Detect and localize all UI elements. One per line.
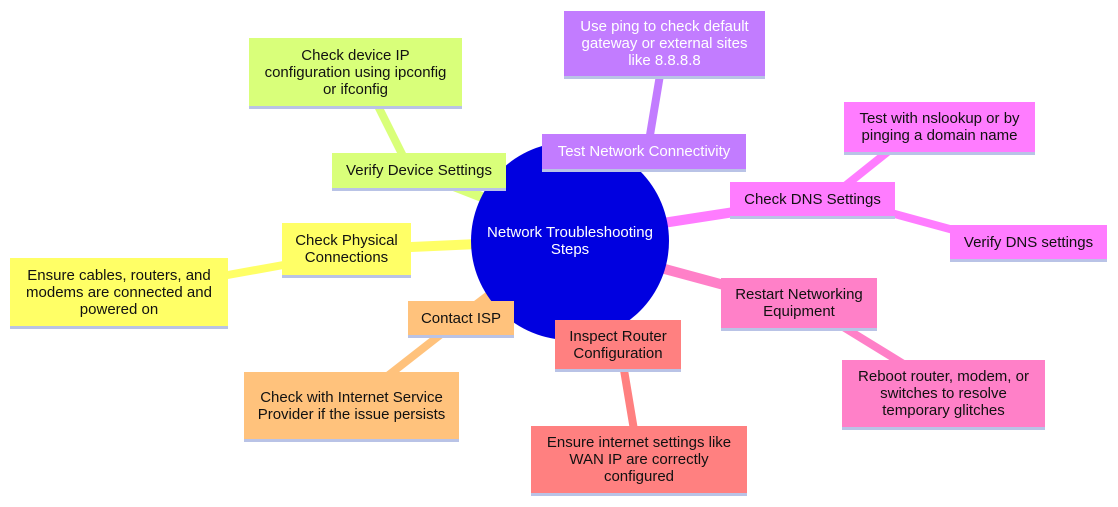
node-label: Ensure internet settings like WAN IP are… [546,434,732,485]
node-label: Check Physical Connections [295,232,398,266]
center-node-label: Network Troubleshooting Steps [487,224,653,258]
node-label: Inspect Router Configuration [569,327,667,362]
node-contact-isp: Contact ISP [408,301,514,338]
node-dns-detail-b: Verify DNS settings [950,225,1107,262]
node-label: Contact ISP [420,309,502,327]
node-label: Check with Internet Service Provider if … [257,388,446,423]
node-isp-detail: Check with Internet Service Provider if … [244,372,459,442]
node-label: Check device IP configuration using ipco… [264,46,447,98]
node-connectivity-detail: Use ping to check default gateway or ext… [564,11,765,79]
node-restart-detail: Reboot router, modem, or switches to res… [842,360,1045,430]
node-label: Verify DNS settings [963,233,1094,251]
edge-connectivity-detail [646,71,664,139]
node-check-physical-connections: Check Physical Connections [282,223,411,278]
node-router-detail: Ensure internet settings like WAN IP are… [531,426,747,496]
edge-isp-detail [381,331,444,382]
node-label: Restart Networking Equipment [735,286,863,320]
node-dns-detail-a: Test with nslookup or by pinging a domai… [844,102,1035,155]
node-label: Test with nslookup or by pinging a domai… [859,110,1020,144]
node-restart-networking-equipment: Restart Networking Equipment [721,278,877,331]
node-label: Verify Device Settings [346,162,492,179]
node-label: Test Network Connectivity [557,143,731,160]
edge-router-detail [620,366,638,434]
node-label: Ensure cables, routers, and modems are c… [26,266,212,318]
node-verify-device-settings: Verify Device Settings [332,153,506,191]
node-label: Use ping to check default gateway or ext… [580,18,749,69]
node-device-detail: Check device IP configuration using ipco… [249,38,462,109]
node-physical-detail: Ensure cables, routers, and modems are c… [10,258,228,329]
node-label: Reboot router, modem, or switches to res… [858,368,1029,419]
node-inspect-router-configuration: Inspect Router Configuration [555,320,681,372]
node-label: Check DNS Settings [744,190,881,208]
node-check-dns-settings: Check DNS Settings [730,182,895,219]
node-test-network-connectivity: Test Network Connectivity [542,134,746,172]
edge-device-detail [371,96,409,164]
